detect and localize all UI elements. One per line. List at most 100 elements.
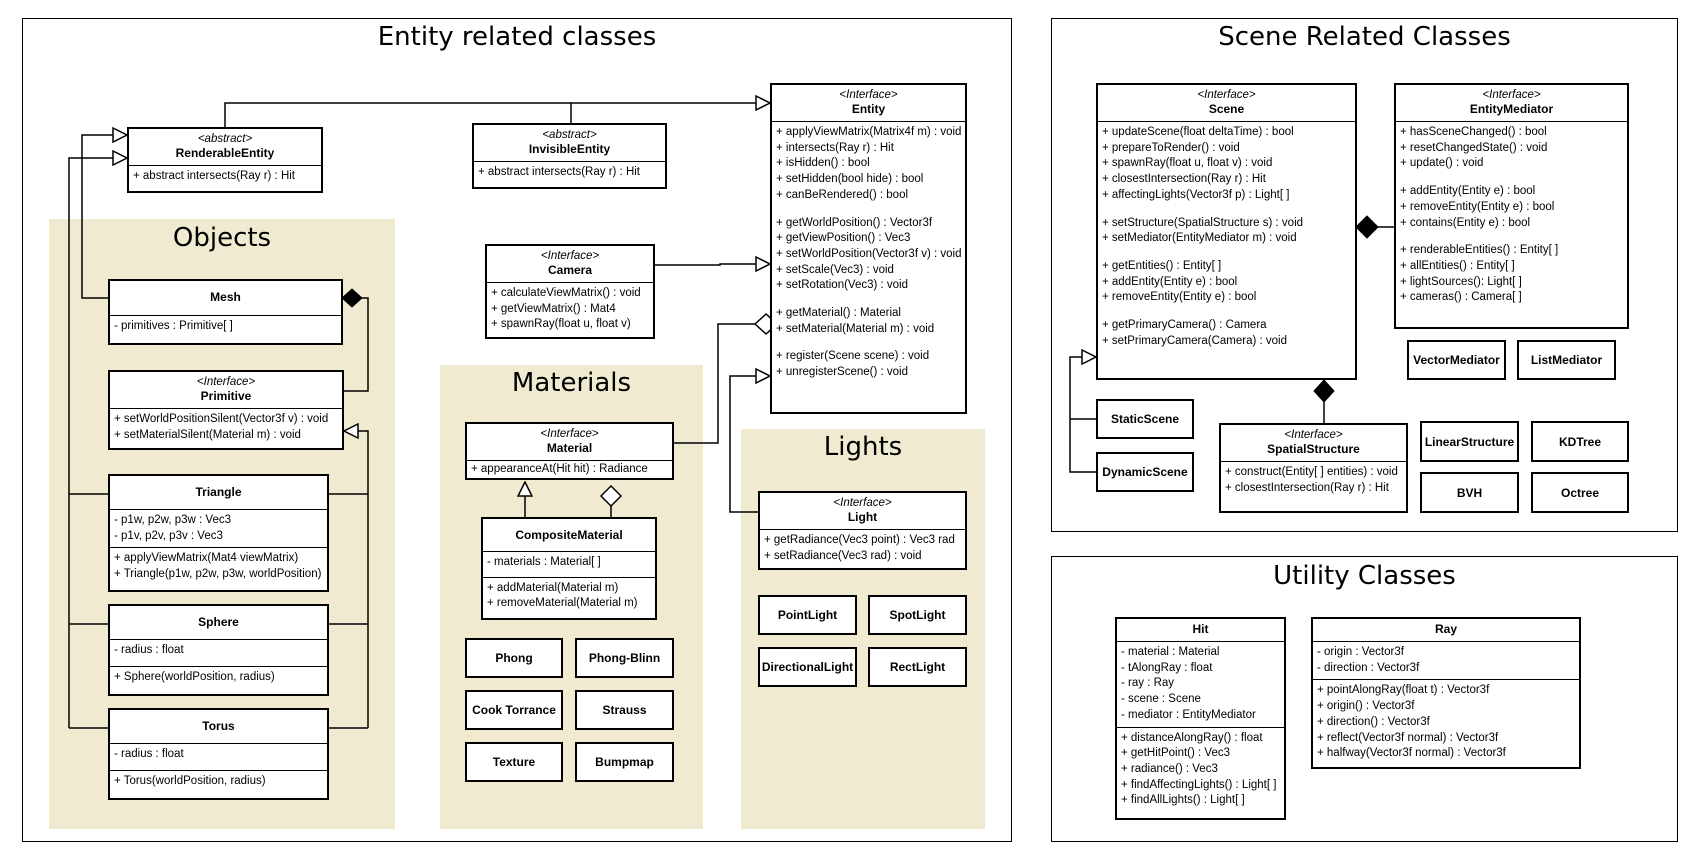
class-stereotype: <abstract> <box>542 129 597 141</box>
method: + allEntities() : Entity[ ] <box>1400 259 1515 272</box>
strauss-class: Strauss <box>575 690 674 730</box>
method: + setWorldPosition(Vector3f v) : void <box>776 247 962 260</box>
field: - material : Material <box>1121 646 1220 658</box>
class-name: Mesh <box>210 290 241 304</box>
mesh-class: Mesh - primitives : Primitive[ ] <box>108 279 343 345</box>
scene-frame-title: Scene Related Classes <box>1218 22 1511 52</box>
method: + origin() : Vector3f <box>1317 700 1415 713</box>
point-light-class: PointLight <box>758 595 857 635</box>
phong-class: Phong <box>465 638 563 678</box>
spatial-structure-class: <Interface>SpatialStructure + construct(… <box>1219 423 1408 513</box>
field: - mediator : EntityMediator <box>1121 708 1256 721</box>
triangle-class: Triangle - p1w, p2w, p3w : Vec3 - p1v, p… <box>108 474 329 592</box>
list-mediator-class: ListMediator <box>1517 340 1616 380</box>
method: + getWorldPosition() : Vector3f <box>776 216 933 229</box>
method: + spawnRay(float u, float v) : void <box>1102 157 1273 170</box>
method: + halfway(Vector3f normal) : Vector3f <box>1317 747 1506 760</box>
method: + Triangle(p1w, p2w, p3w, worldPosition) <box>114 568 322 581</box>
field: - radius : float <box>114 644 184 656</box>
method: + getHitPoint() : Vec3 <box>1121 747 1230 760</box>
field: - tAlongRay : float <box>1121 661 1213 674</box>
class-name: Entity <box>851 102 886 116</box>
method: + pointAlongRay(float t) : Vector3f <box>1317 684 1490 697</box>
field: - scene : Scene <box>1121 693 1201 706</box>
method: + isHidden() : bool <box>776 157 870 170</box>
invisible-entity-class: <abstract>InvisibleEntity + abstract int… <box>472 123 667 189</box>
method: + updateScene(float deltaTime) : bool <box>1102 126 1294 138</box>
class-stereotype: <Interface> <box>1284 429 1343 441</box>
class-name: Camera <box>547 263 593 277</box>
bvh-class: BVH <box>1420 472 1519 513</box>
class-name: Light <box>847 510 878 524</box>
objects-package-title: Objects <box>172 223 272 253</box>
entity-class: <Interface>Entity + applyViewMatrix(Matr… <box>770 83 967 414</box>
method: + closestIntersection(Ray r) : Hit <box>1102 173 1266 186</box>
method: + radiance() : Vec3 <box>1121 762 1218 775</box>
method: + calculateViewMatrix() : void <box>491 287 641 299</box>
method: + findAffectingLights() : Light[ ] <box>1121 778 1277 791</box>
class-name: Sphere <box>198 615 239 629</box>
method: + getMaterial() : Material <box>776 307 901 320</box>
class-name: Primitive <box>200 389 252 403</box>
method: + addEntity(Entity e) : bool <box>1400 185 1536 198</box>
method: + setMediator(EntityMediator m) : void <box>1102 232 1297 245</box>
method: + construct(Entity[ ] entities) : void <box>1225 466 1398 478</box>
field: - materials : Material[ ] <box>487 556 601 568</box>
method: + Sphere(worldPosition, radius) <box>114 670 275 683</box>
field: - origin : Vector3f <box>1317 646 1404 658</box>
method: + lightSources(): Light[ ] <box>1400 275 1522 288</box>
method: + update() : void <box>1400 157 1484 170</box>
entity-frame-title: Entity related classes <box>377 22 657 52</box>
camera-class: <Interface>Camera + calculateViewMatrix(… <box>485 244 655 339</box>
class-name: Material <box>546 441 593 455</box>
octree-class: Octree <box>1531 472 1629 513</box>
method: + setMaterialSilent(Material m) : void <box>114 428 301 441</box>
method: + getRadiance(Vec3 point) : Vec3 rad <box>764 534 955 546</box>
method: + setHidden(bool hide) : bool <box>776 173 924 186</box>
method: + setRadiance(Vec3 rad) : void <box>764 549 922 562</box>
field: - p1w, p2w, p3w : Vec3 <box>114 514 231 526</box>
field: - p1v, p2v, p3v : Vec3 <box>114 529 223 542</box>
class-name: Scene <box>1208 102 1245 116</box>
method: + removeMaterial(Material m) <box>487 597 638 610</box>
class-stereotype: <Interface> <box>1482 89 1541 101</box>
method: + Torus(worldPosition, radius) <box>114 774 266 787</box>
field: - ray : Ray <box>1121 677 1175 690</box>
method: + getEntities() : Entity[ ] <box>1102 259 1222 272</box>
method: + setWorldPositionSilent(Vector3f v) : v… <box>114 413 329 425</box>
class-stereotype: <abstract> <box>197 133 253 145</box>
method: + addEntity(Entity e) : bool <box>1102 275 1238 288</box>
method: + direction() : Vector3f <box>1317 715 1430 728</box>
method: + removeEntity(Entity e) : bool <box>1102 291 1257 304</box>
method: + contains(Entity e) : bool <box>1400 216 1531 229</box>
scene-class: <Interface>Scene + updateScene(float del… <box>1096 83 1357 380</box>
method: + unregisterScene() : void <box>776 366 908 379</box>
method: + renderableEntities() : Entity[ ] <box>1400 244 1559 257</box>
class-name: Torus <box>202 719 235 733</box>
method: + closestIntersection(Ray r) : Hit <box>1225 481 1389 494</box>
vector-mediator-class: VectorMediator <box>1407 340 1506 380</box>
ray-class: Ray - origin : Vector3f - direction : Ve… <box>1311 617 1581 769</box>
light-class: <Interface>Light + getRadiance(Vec3 poin… <box>758 491 967 570</box>
method: + distanceAlongRay() : float <box>1121 731 1263 744</box>
method: + setScale(Vec3) : void <box>776 263 894 276</box>
texture-class: Texture <box>465 742 563 782</box>
dynamic-scene-class: DynamicScene <box>1096 452 1194 492</box>
method: + setMaterial(Material m) : void <box>776 322 935 335</box>
method: + applyViewMatrix(Mat4 viewMatrix) <box>114 552 299 565</box>
torus-class: Torus - radius : float + Torus(worldPosi… <box>108 708 329 800</box>
phong-blinn-class: Phong-Blinn <box>575 638 674 678</box>
kdtree-class: KDTree <box>1531 421 1629 462</box>
class-name: EntityMediator <box>1469 102 1554 116</box>
class-stereotype: <Interface> <box>833 497 892 509</box>
class-stereotype: <Interface> <box>1197 89 1256 101</box>
method: + intersects(Ray r) : Hit <box>776 141 894 154</box>
method: + resetChangedState() : void <box>1400 141 1548 154</box>
static-scene-class: StaticScene <box>1096 399 1194 439</box>
field: - primitives : Primitive[ ] <box>114 320 233 332</box>
entity-mediator-class: <Interface>EntityMediator + hasSceneChan… <box>1394 83 1629 329</box>
method: + spawnRay(float u, float v) <box>491 318 631 331</box>
class-name: Ray <box>1434 622 1457 636</box>
method: + applyViewMatrix(Matrix4f m) : void <box>776 126 962 138</box>
field: - direction : Vector3f <box>1317 661 1420 674</box>
